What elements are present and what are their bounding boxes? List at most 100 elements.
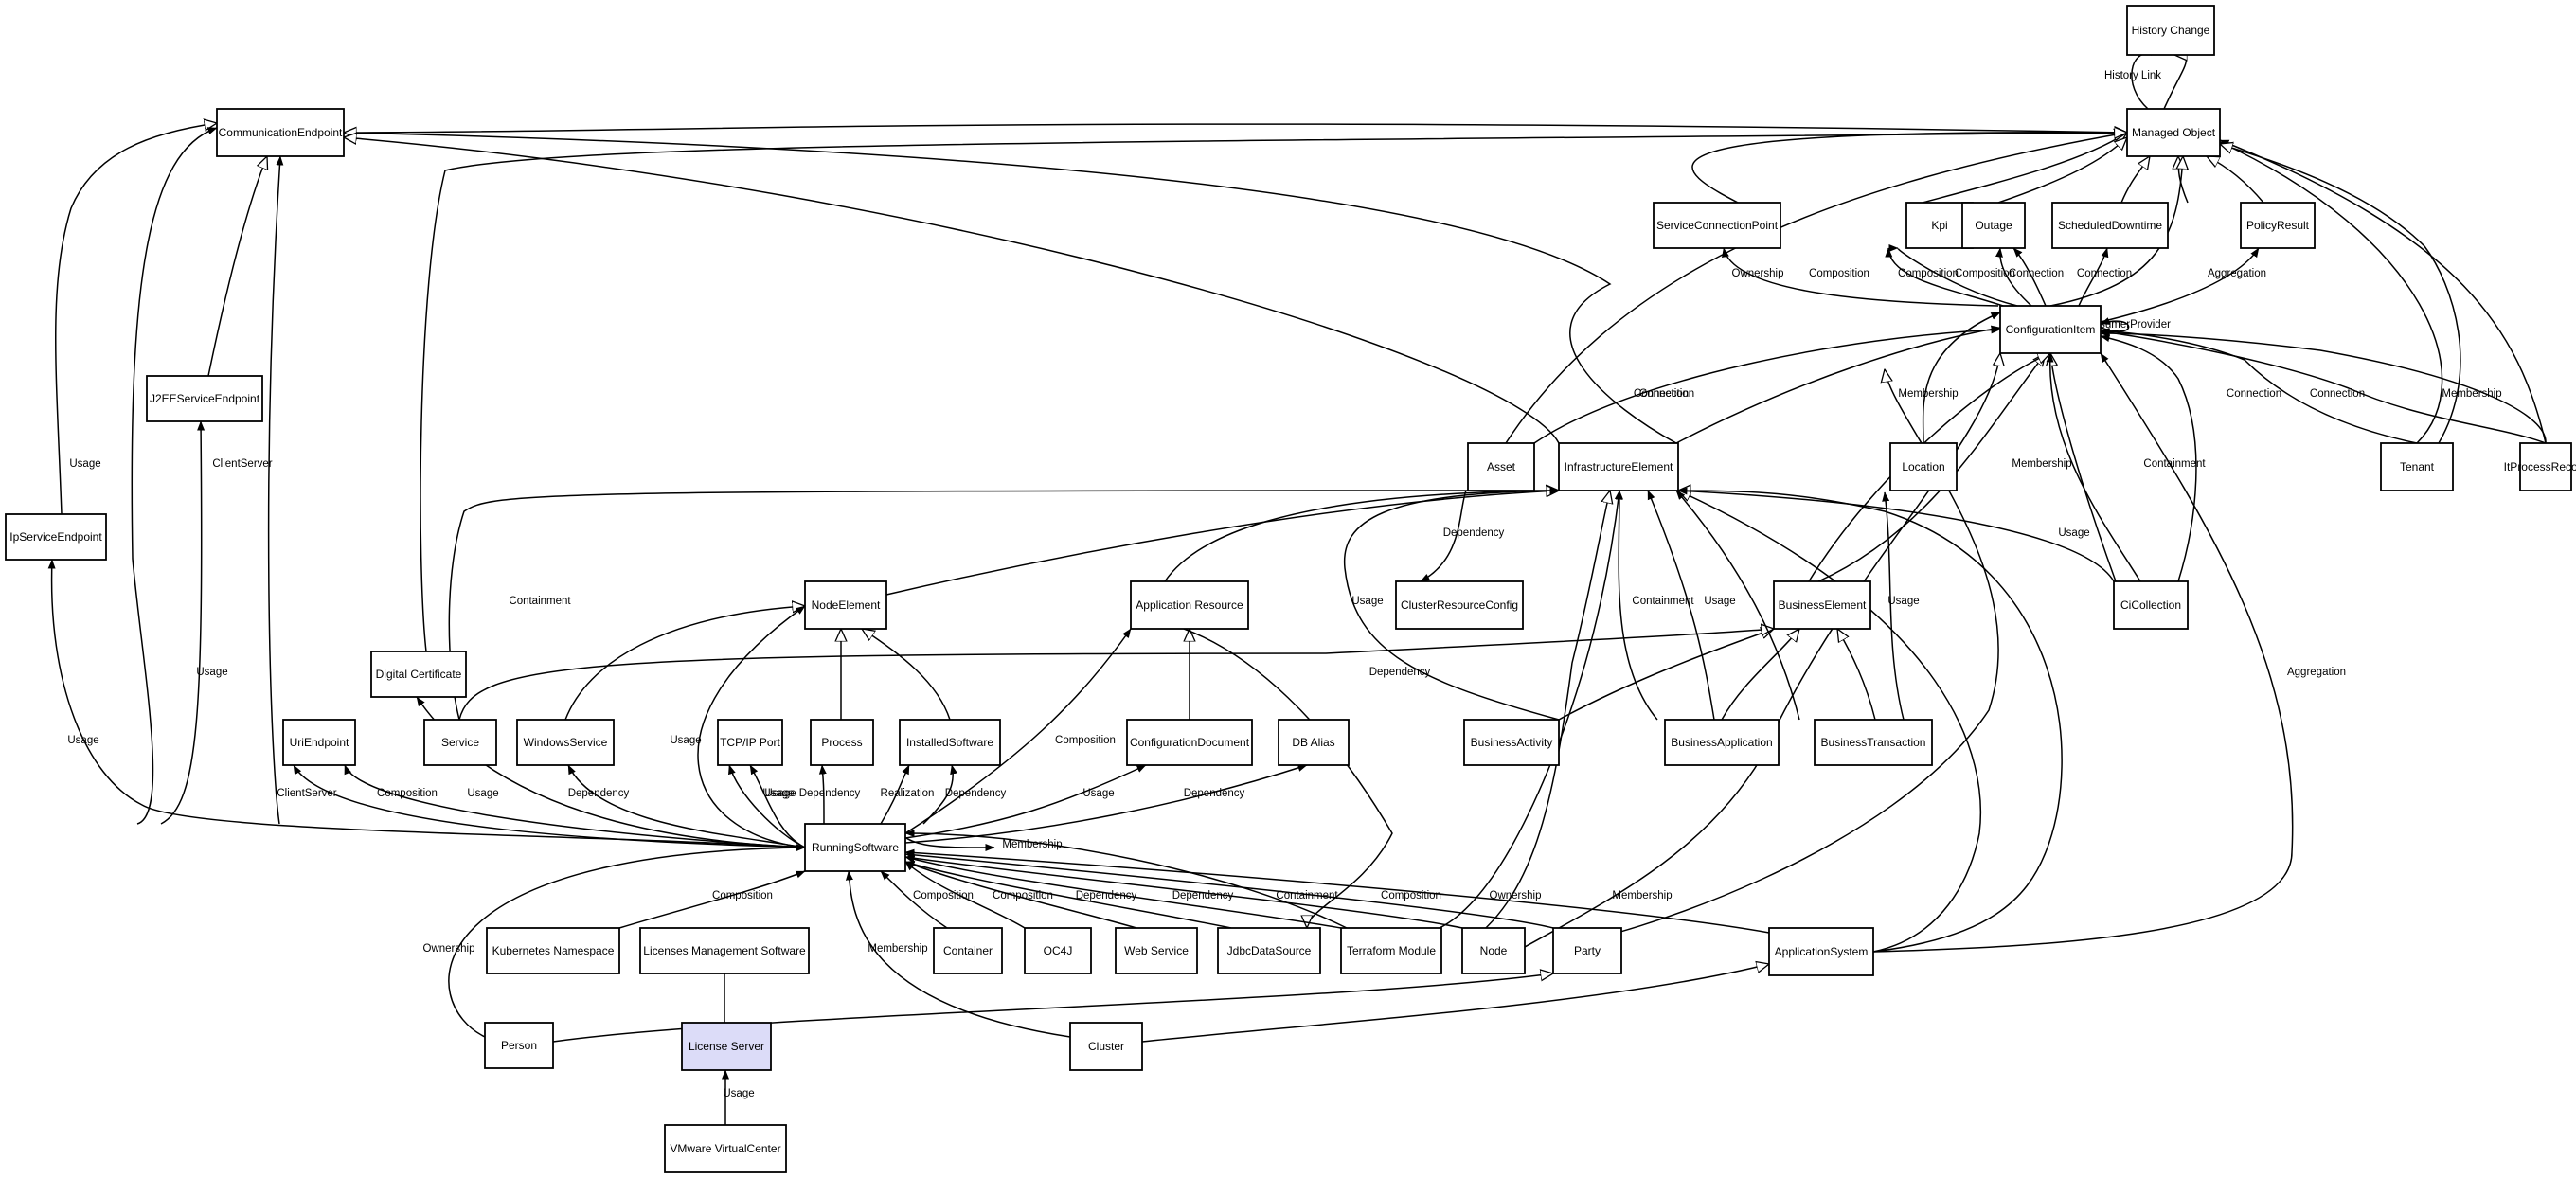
relationship-edge: ClientServer [212, 155, 284, 825]
class-label: History Change [2132, 24, 2210, 37]
edge-line [2100, 329, 2547, 444]
class-label: JdbcDataSource [1227, 944, 1312, 957]
class-node-jdbc-data-source[interactable]: JdbcDataSource [1217, 927, 1321, 974]
relationship-edge: Membership [1898, 312, 2001, 444]
class-node-ip-service-endpoint[interactable]: IpServiceEndpoint [5, 513, 107, 561]
class-node-running-software[interactable]: RunningSoftware [804, 823, 906, 872]
relationship-edge: Usage [1343, 487, 1560, 721]
edge-label: Usage [1082, 788, 1114, 799]
class-node-configuration-document[interactable]: ConfigurationDocument [1126, 719, 1253, 766]
edge-label: Usage [67, 735, 98, 746]
edge-label: Dependency [1076, 890, 1137, 901]
edge-line [904, 855, 1342, 929]
edge-line [448, 844, 806, 1038]
class-node-cluster-resource-config[interactable]: ClusterResourceConfig [1395, 580, 1524, 630]
class-node-node-element[interactable]: NodeElement [804, 580, 887, 630]
class-node-kubernetes-namespace[interactable]: Kubernetes Namespace [486, 927, 620, 974]
class-node-location[interactable]: Location [1889, 442, 1958, 491]
relationship-edge: Membership [845, 870, 1071, 1038]
class-node-service-connection-point[interactable]: ServiceConnectionPoint [1653, 202, 1781, 249]
class-label: Digital Certificate [376, 668, 462, 681]
class-node-process[interactable]: Process [810, 719, 874, 766]
edge-line [2100, 334, 2197, 582]
class-node-communication-endpoint[interactable]: CommunicationEndpoint [216, 108, 345, 157]
edge-line [160, 420, 206, 825]
class-node-installed-software[interactable]: InstalledSoftware [899, 719, 1001, 766]
class-node-scheduled-downtime[interactable]: ScheduledDowntime [2051, 202, 2169, 249]
class-node-it-process-record[interactable]: ItProcessRecord [2504, 442, 2576, 491]
class-label: Location [1902, 460, 1944, 473]
class-box [2380, 442, 2454, 491]
relationship-edge [1461, 491, 1610, 948]
class-node-vmware-virtual-center[interactable]: VMware VirtualCenter [664, 1124, 787, 1173]
class-node-business-application[interactable]: BusinessApplication [1664, 719, 1780, 766]
relationship-edge: Usage [160, 420, 228, 825]
class-node-application-system[interactable]: ApplicationSystem [1768, 927, 1874, 976]
class-node-business-activity[interactable]: BusinessActivity [1463, 719, 1560, 766]
class-node-tenant[interactable]: Tenant [2380, 442, 2454, 491]
class-node-business-transaction[interactable]: BusinessTransaction [1814, 719, 1933, 766]
relationship-edge: Composition [1809, 247, 2004, 307]
class-node-oc4j[interactable]: OC4J [1024, 927, 1092, 974]
class-node-j2ee-service-endpoint[interactable]: J2EEServiceEndpoint [146, 375, 263, 422]
edge-label: Usage [1351, 596, 1383, 607]
edge-line [749, 764, 806, 848]
edge-line [564, 606, 805, 721]
class-label: BusinessTransaction [1821, 736, 1926, 749]
class-node-db-alias[interactable]: DB Alias [1278, 719, 1350, 766]
class-node-person[interactable]: Person [484, 1022, 554, 1069]
class-node-cluster[interactable]: Cluster [1069, 1022, 1143, 1071]
edge-label: Connection [1634, 388, 1689, 400]
class-label: BusinessElement [1779, 598, 1867, 612]
class-node-windows-service[interactable]: WindowsService [516, 719, 615, 766]
class-box [2126, 5, 2215, 56]
class-node-node[interactable]: Node [1461, 927, 1526, 974]
class-node-terraform-module[interactable]: Terraform Module [1340, 927, 1442, 974]
class-node-ci-collection[interactable]: CiCollection [2113, 580, 2189, 630]
class-node-configuration-item[interactable]: ConfigurationItem [1999, 305, 2102, 354]
edge-label: Composition [377, 788, 438, 799]
edge-line [2100, 247, 2260, 323]
class-node-service[interactable]: Service [423, 719, 497, 766]
edge-line [1461, 491, 1610, 948]
class-label: WindowsService [524, 736, 608, 749]
edge-label: Aggregation [2208, 268, 2266, 279]
relationship-edge: Composition [904, 628, 1132, 834]
class-label: Application Resource [1136, 598, 1243, 612]
edge-line [567, 764, 806, 848]
edge-line [1675, 490, 1800, 721]
relationship-edge [55, 123, 217, 515]
class-box [2051, 202, 2169, 249]
edge-line [904, 854, 1463, 929]
edge-label: Usage [762, 788, 794, 799]
class-node-tcpip-port[interactable]: TCP/IP Port [717, 719, 783, 766]
class-node-asset[interactable]: Asset [1467, 442, 1535, 491]
class-node-party[interactable]: Party [1552, 927, 1622, 974]
class-node-infrastructure-element[interactable]: InfrastructureElement [1558, 442, 1679, 491]
class-node-web-service[interactable]: Web Service [1115, 927, 1198, 974]
class-box [1558, 442, 1679, 491]
class-node-business-element[interactable]: BusinessElement [1773, 580, 1871, 630]
edge-label: Composition [913, 890, 974, 901]
edge-label: Usage [196, 667, 227, 678]
class-label: ConfigurationItem [2006, 323, 2096, 336]
class-node-digital-certificate[interactable]: Digital Certificate [370, 651, 467, 698]
relationship-edge [1141, 964, 1769, 1043]
class-node-outage[interactable]: Outage [1961, 202, 2026, 249]
edge-line [1677, 487, 2115, 582]
class-node-license-server[interactable]: License Server [681, 1022, 772, 1071]
class-label: Container [943, 944, 993, 957]
class-node-container[interactable]: Container [933, 927, 1003, 974]
relationship-edge: Dependency [567, 764, 806, 848]
class-node-policy-result[interactable]: PolicyResult [2240, 202, 2316, 249]
relationship-edge [1678, 491, 2063, 953]
class-node-history-change[interactable]: History Change [2126, 5, 2215, 56]
class-node-uri-endpoint[interactable]: UriEndpoint [282, 719, 356, 766]
edge-label: Dependency [1443, 527, 1505, 539]
relationship-edge: Usage [749, 764, 806, 848]
relationship-edge [2163, 55, 2186, 110]
class-box [1653, 202, 1781, 249]
class-node-application-resource[interactable]: Application Resource [1130, 580, 1249, 630]
class-node-managed-object[interactable]: Managed Object [2126, 108, 2221, 157]
class-node-licenses-management-software[interactable]: Licenses Management Software [639, 927, 810, 974]
